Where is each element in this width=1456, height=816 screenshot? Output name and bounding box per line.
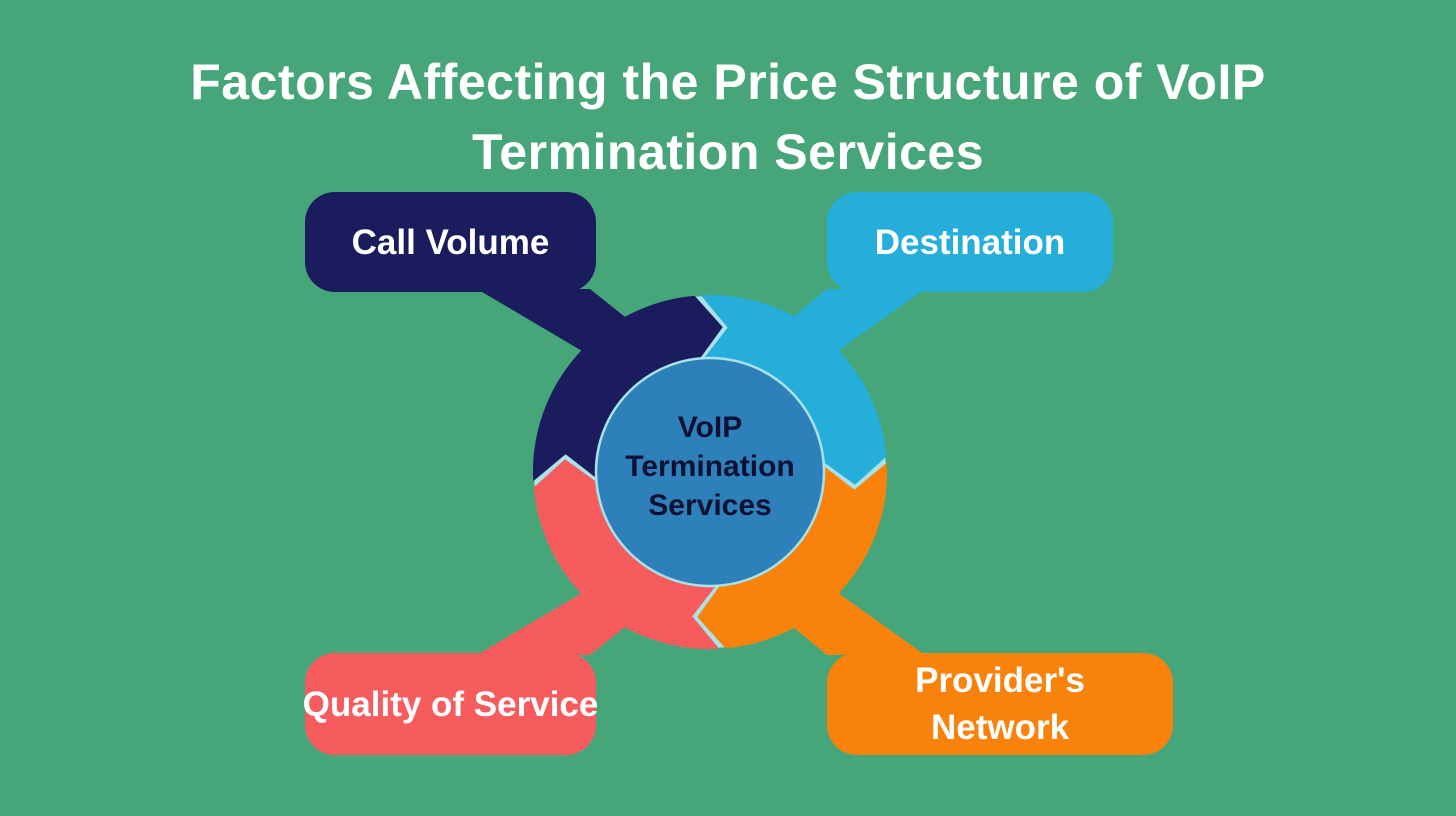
ring-segment-call-volume xyxy=(532,295,723,482)
factor-label-providers-network: Provider's Network xyxy=(915,661,1085,747)
factor-card-providers-network: Provider's Network xyxy=(827,653,1173,755)
ring-segment-destination xyxy=(700,294,887,485)
infographic-title: Factors Affecting the Price Structure of… xyxy=(0,47,1456,187)
title-line-1: Factors Affecting the Price Structure of… xyxy=(190,53,1266,110)
factor-card-quality-of-service: Quality of Service xyxy=(302,653,599,755)
factor-label-destination: Destination xyxy=(874,222,1066,262)
center-label: VoIP Termination Services xyxy=(625,411,795,522)
center-circle xyxy=(594,356,826,588)
factor-label-quality-of-service: Quality of Service xyxy=(302,684,599,724)
ring-segment-quality-of-service xyxy=(533,459,720,650)
ring-segment-providers-network xyxy=(697,462,888,649)
factor-card-destination: Destination xyxy=(827,192,1113,292)
factor-card-call-volume: Call Volume xyxy=(305,192,596,292)
factor-label-call-volume: Call Volume xyxy=(351,222,550,262)
title-line-2: Termination Services xyxy=(471,123,985,180)
